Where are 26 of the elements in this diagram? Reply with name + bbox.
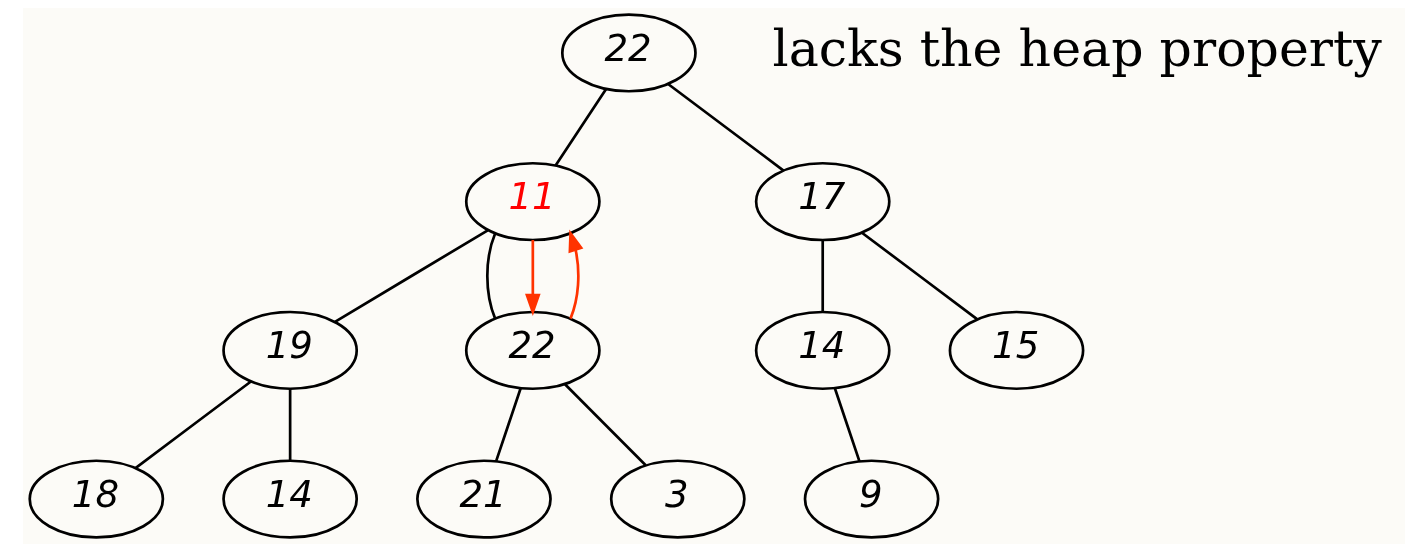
connector (494, 387, 522, 462)
node-ellipse: 14 (221, 459, 358, 539)
connector (820, 240, 824, 312)
connector (333, 229, 488, 323)
label: lacks the heap property (772, 18, 1382, 78)
node-ellipse: 21 (415, 459, 552, 539)
connector (134, 380, 252, 470)
node-ellipse: 19 (221, 310, 358, 391)
node-ellipse: 17 (754, 161, 891, 242)
node-ellipse: 15 (948, 310, 1084, 391)
node-ellipse: 22 (560, 13, 697, 93)
node-ellipse: 9 (803, 459, 939, 539)
connector (553, 88, 607, 167)
node-ellipse: 11 (464, 161, 601, 242)
node-ellipse: 18 (27, 459, 164, 539)
arrow (524, 240, 541, 317)
node-ellipse: 22 (464, 310, 601, 391)
connector (485, 232, 496, 320)
connector (288, 388, 291, 461)
arrow (567, 229, 583, 320)
connector (666, 82, 784, 172)
connector (860, 231, 978, 321)
node-ellipse: 14 (754, 310, 891, 391)
connector (833, 387, 861, 462)
node-ellipse: 3 (609, 459, 746, 539)
connector (563, 383, 647, 467)
